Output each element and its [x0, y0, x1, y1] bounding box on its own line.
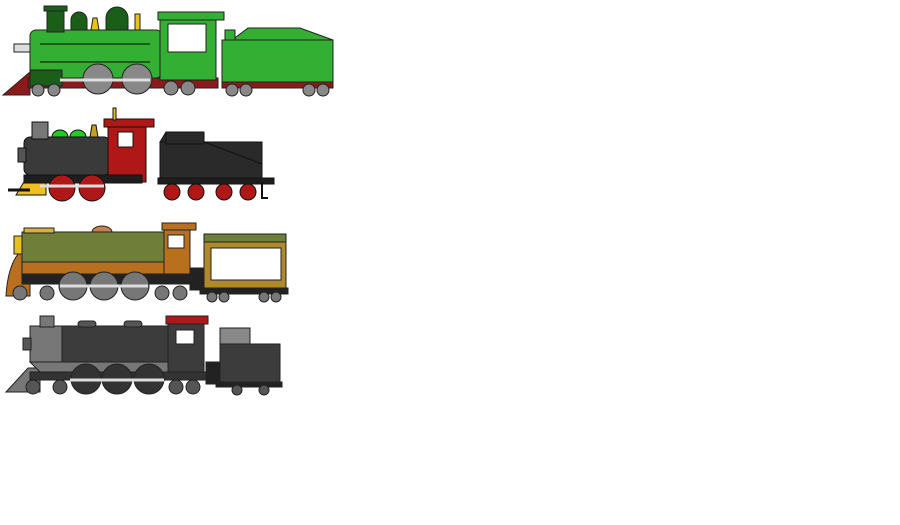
gray-tender-wheel — [258, 384, 270, 396]
olive-dome — [91, 225, 113, 233]
gray-cab-roof — [165, 315, 209, 325]
olive-tender-top — [203, 233, 287, 243]
green-cylinder — [29, 69, 63, 87]
blackred-tender-wheel — [215, 183, 233, 201]
blackred-coal-bunker — [165, 131, 205, 145]
green-tender-frame — [221, 81, 334, 89]
gray-tender-body — [219, 343, 281, 385]
gray-train — [4, 315, 283, 396]
blackred-driver-wheel — [78, 174, 106, 202]
gray-cab — [167, 321, 205, 373]
olive-orange-train — [5, 222, 289, 303]
blackred-cab-roof — [103, 118, 155, 128]
green-tender-wheel — [316, 83, 330, 97]
blackred-bell-icon — [89, 124, 99, 138]
blackred-driver-wheel — [48, 174, 76, 202]
blackred-smokestack — [31, 121, 49, 140]
gray-tender-wheel — [231, 384, 243, 396]
olive-tender-frame — [199, 287, 289, 295]
green-cab-window — [167, 23, 207, 53]
blackred-headlight — [17, 147, 27, 163]
gray-headlight — [22, 337, 32, 351]
green-lead-wheel — [31, 83, 45, 97]
blackred-dome-2 — [69, 129, 87, 138]
blackred-tender-wheel — [187, 183, 205, 201]
gray-tender-frame — [215, 381, 283, 388]
blackred-tender-wheel — [239, 183, 257, 201]
blackred-dome-1 — [51, 129, 69, 138]
olive-cab-window — [167, 234, 185, 249]
green-tender-wheel — [225, 83, 239, 97]
olive-tender-wheel — [206, 291, 218, 303]
green-whistle — [134, 13, 141, 31]
gray-trailing-wheel — [168, 379, 184, 395]
gray-dome-1 — [77, 320, 97, 328]
gray-lead-wheel — [52, 379, 68, 395]
olive-cab-roof — [161, 222, 197, 231]
green-trailing-wheel — [163, 80, 179, 96]
green-tender-top — [230, 27, 334, 41]
blackred-tender-wheel — [163, 183, 181, 201]
green-smokestack — [46, 7, 65, 33]
gray-tender-top — [219, 327, 251, 347]
blackred-whistle — [112, 107, 117, 121]
blackred-coupler — [261, 182, 268, 199]
olive-boiler — [21, 231, 165, 265]
olive-lead-wheel — [12, 285, 28, 301]
black-red-train — [8, 107, 275, 202]
olive-trailing-wheel — [154, 285, 170, 301]
blackred-boiler — [23, 136, 111, 176]
olive-tender-panel — [210, 247, 282, 281]
gray-cab-window — [175, 329, 195, 345]
green-tender-body — [221, 39, 334, 85]
green-trailing-wheel — [180, 80, 196, 96]
green-tender-wheel — [239, 83, 253, 97]
olive-tender-wheel — [270, 291, 282, 303]
gray-coupler — [205, 361, 221, 385]
gray-boiler — [61, 325, 169, 363]
green-dome-2 — [105, 6, 129, 31]
green-tender-wheel — [302, 83, 316, 97]
green-dome-1 — [70, 11, 88, 31]
olive-trailing-wheel — [172, 285, 188, 301]
olive-top-rail — [23, 227, 55, 234]
blackred-tender-frame — [157, 177, 275, 185]
blackred-cab-window — [117, 131, 134, 148]
olive-lead-wheel — [39, 285, 55, 301]
green-train — [1, 5, 334, 97]
green-headlight — [13, 43, 31, 53]
green-cab-roof — [157, 11, 225, 21]
gray-trailing-wheel — [185, 379, 201, 395]
olive-tender-wheel — [258, 291, 270, 303]
gray-lead-wheel — [25, 379, 41, 395]
olive-tender-wheel — [218, 291, 230, 303]
green-bell-icon — [90, 17, 100, 31]
green-lead-wheel — [47, 83, 61, 97]
olive-coupler — [189, 267, 205, 291]
gray-smokebox — [29, 325, 65, 363]
gray-dome-2 — [123, 320, 143, 328]
gray-smokestack — [39, 315, 55, 328]
